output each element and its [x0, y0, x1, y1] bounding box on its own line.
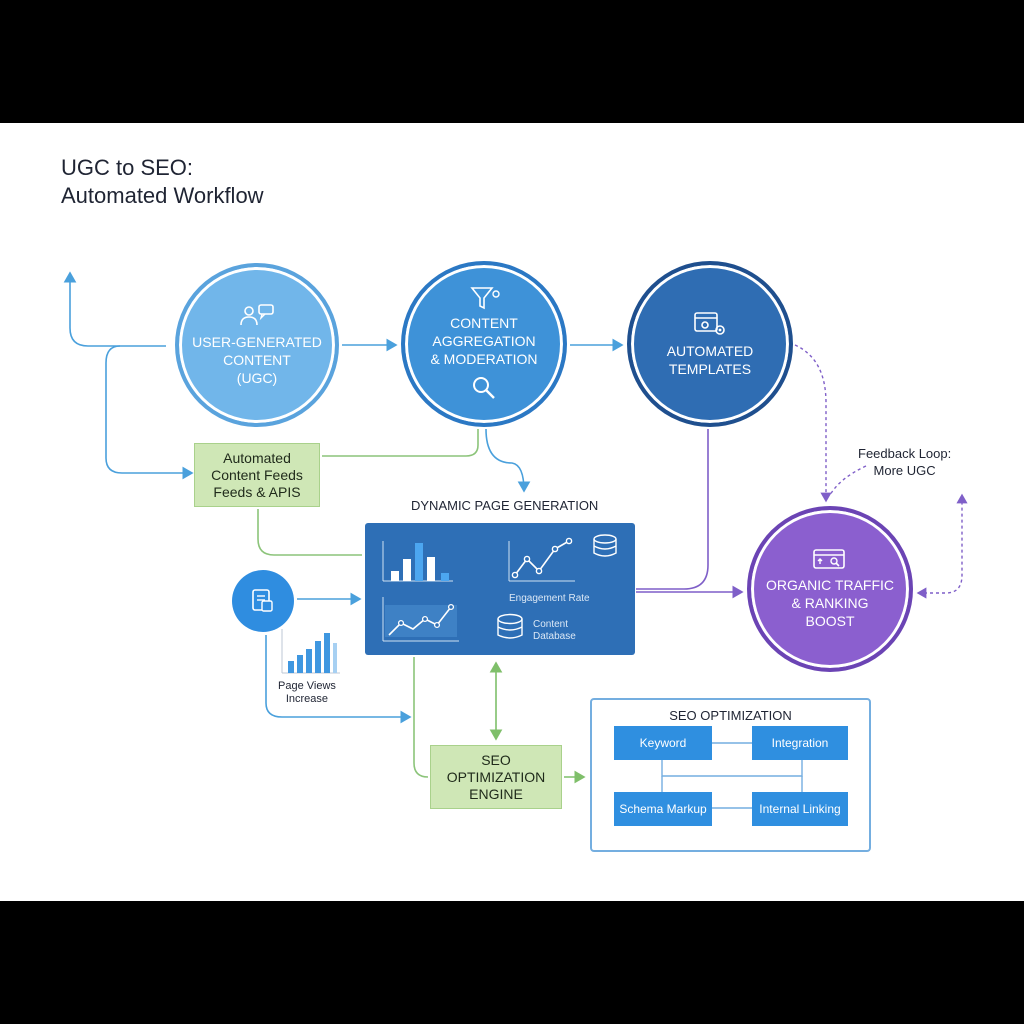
dynamic-page-title: DYNAMIC PAGE GENERATION — [411, 498, 599, 513]
funnel-icon — [470, 287, 500, 310]
node-automated-templates: AUTOMATED TEMPLATES — [627, 261, 793, 427]
feeds-to-dpg-line — [257, 509, 362, 556]
node-organic-traffic: ORGANIC TRAFFIC & RANKING BOOST — [747, 506, 913, 672]
feeds-label: Automated Content Feeds Feeds & APIS — [211, 449, 303, 500]
integration-chip: Integration — [752, 726, 848, 760]
seo-panel-connectors — [661, 742, 803, 809]
search-icon — [473, 377, 495, 399]
feed-loop-line — [105, 345, 194, 480]
feedback-to-organic-dotted — [829, 465, 867, 496]
aggregation-to-feeds-line — [322, 429, 479, 457]
page-views-bar-chart — [281, 629, 340, 674]
node-organic-label: ORGANIC TRAFFIC & RANKING BOOST — [765, 577, 895, 629]
feedback-dotted-arrow — [794, 344, 832, 503]
diagram-title: UGC to SEO: Automated Workflow — [61, 154, 264, 210]
template-gear-icon — [694, 312, 725, 335]
database-icon-bottom — [497, 613, 523, 639]
right-dotted-loop — [916, 493, 968, 599]
dynamic-page-panel: Engagement Rate Content Database — [365, 523, 635, 655]
users-chat-icon — [240, 304, 274, 326]
node-user-generated-content: USER-GENERATED CONTENT (UGC) — [175, 263, 339, 427]
database-icon-top — [593, 534, 617, 557]
internal-linking-chip: Internal Linking — [752, 792, 848, 826]
automated-content-feeds-box: Automated Content Feeds Feeds & APIS — [194, 443, 320, 507]
seo-optimization-panel: SEO OPTIMIZATION Keyword Integration Sch… — [590, 698, 871, 852]
templates-to-organic-line — [636, 429, 709, 590]
dpg-bar-chart — [382, 541, 453, 582]
node-templates-label: AUTOMATED TEMPLATES — [666, 343, 754, 377]
schema-markup-chip: Schema Markup — [614, 792, 712, 826]
feedback-loop-label: Feedback Loop: More UGC — [858, 446, 952, 478]
node-content-icon — [232, 570, 294, 632]
connector-lines — [63, 271, 968, 784]
dynamic-page-graphics — [382, 534, 617, 642]
loop-up-arrow — [63, 271, 166, 347]
dpg-lower-line-chart — [382, 597, 459, 642]
node-ugc-label: USER-GENERATED CONTENT (UGC) — [192, 334, 322, 386]
page-views-label: Page Views Increase — [278, 680, 336, 705]
title-line-2: Automated Workflow — [61, 183, 264, 208]
browser-search-icon — [813, 549, 845, 569]
content-database-label: Content Database — [533, 619, 576, 642]
seo-panel-title: SEO OPTIMIZATION — [669, 708, 792, 723]
seo-optimization-engine-box: SEO OPTIMIZATION ENGINE — [430, 745, 562, 809]
aggregation-to-dpg-arrow — [485, 428, 531, 493]
page-views-loop-arrow — [265, 635, 412, 724]
dpg-to-engine-line — [413, 657, 429, 778]
diagram-canvas: UGC to SEO: Automated Workflow — [0, 123, 1024, 901]
node-aggregation-label: CONTENT AGGREGATION & MODERATION — [430, 315, 538, 367]
node-content-aggregation: CONTENT AGGREGATION & MODERATION — [401, 261, 567, 427]
title-line-1: UGC to SEO: — [61, 155, 194, 180]
document-icon — [252, 589, 273, 612]
engagement-rate-label: Engagement Rate — [509, 593, 590, 604]
engine-label: SEO OPTIMIZATION ENGINE — [446, 751, 546, 802]
engagement-line-chart — [508, 537, 575, 582]
keyword-chip: Keyword — [614, 726, 712, 760]
